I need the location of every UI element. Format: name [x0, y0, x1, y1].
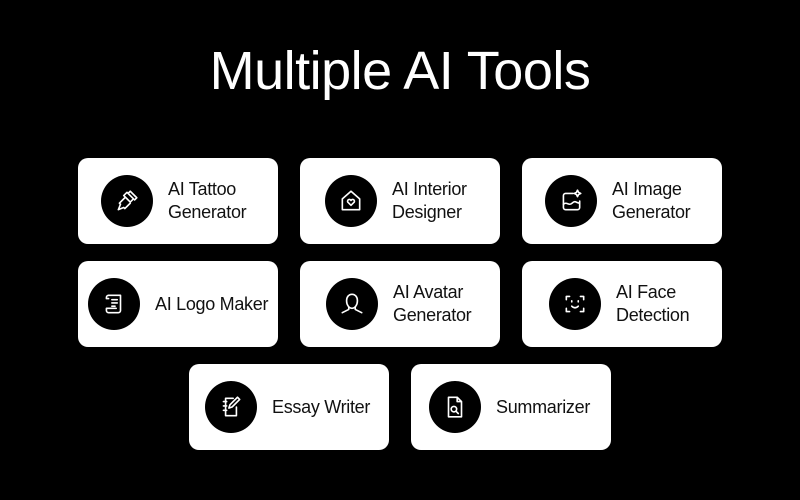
- tool-card-summarizer[interactable]: Summarizer: [411, 364, 611, 450]
- tool-card-essay-writer[interactable]: Essay Writer: [189, 364, 389, 450]
- scroll-icon: [88, 278, 140, 330]
- house-heart-icon: [325, 175, 377, 227]
- document-search-icon: [429, 381, 481, 433]
- person-icon: [326, 278, 378, 330]
- tool-label: Summarizer: [496, 396, 591, 417]
- face-scan-icon: [549, 278, 601, 330]
- page-title: Multiple AI Tools: [209, 41, 591, 101]
- tool-label: Essay Writer: [272, 396, 371, 417]
- tattoo-machine-icon: [101, 175, 153, 227]
- image-sparkle-icon: [545, 175, 597, 227]
- notebook-pen-icon: [205, 381, 257, 433]
- tool-card-ai-logo-maker[interactable]: AI Logo Maker: [78, 261, 278, 347]
- tool-label: AI Logo Maker: [155, 293, 269, 314]
